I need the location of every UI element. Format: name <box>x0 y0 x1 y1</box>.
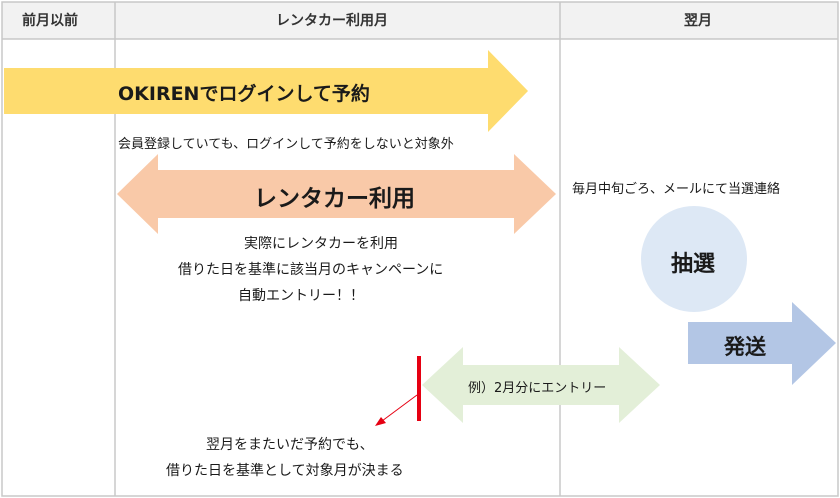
header-next-month: 翌月 <box>684 13 712 29</box>
pointer-arrowhead <box>375 417 386 426</box>
bottom-note-line1: 翌月をまたいだ予約でも、 <box>206 437 374 453</box>
rental-note-line3: 自動エントリー！！ <box>238 288 364 304</box>
pointer-line <box>381 394 418 422</box>
contact-note: 毎月中旬ごろ、メールにて当選連絡 <box>572 182 781 197</box>
header-row <box>2 2 838 39</box>
example-arrow <box>422 347 660 423</box>
rental-arrow-label: レンタカー利用 <box>254 186 415 212</box>
header-rental-month: レンタカー利用月 <box>276 13 388 29</box>
rental-arrow <box>117 154 556 234</box>
ship-arrow <box>688 302 836 385</box>
bottom-note-line2: 借りた日を基準として対象月が決まる <box>166 463 404 479</box>
header-before-month: 前月以前 <box>22 13 78 29</box>
example-arrow-label: 例）2月分にエントリー <box>468 381 607 396</box>
login-arrow <box>4 50 528 132</box>
login-arrow-label: OKIRENでログインして予約 <box>118 83 370 105</box>
rental-note-line1: 実際にレンタカーを利用 <box>244 236 398 252</box>
login-note: 会員登録していても、ログインして予約をしないと対象外 <box>118 137 454 152</box>
lottery-circle <box>641 206 747 312</box>
ship-arrow-label: 発送 <box>724 335 766 359</box>
lottery-label: 抽選 <box>671 252 716 277</box>
rental-note-line2: 借りた日を基準に該当月のキャンペーンに <box>178 262 444 278</box>
